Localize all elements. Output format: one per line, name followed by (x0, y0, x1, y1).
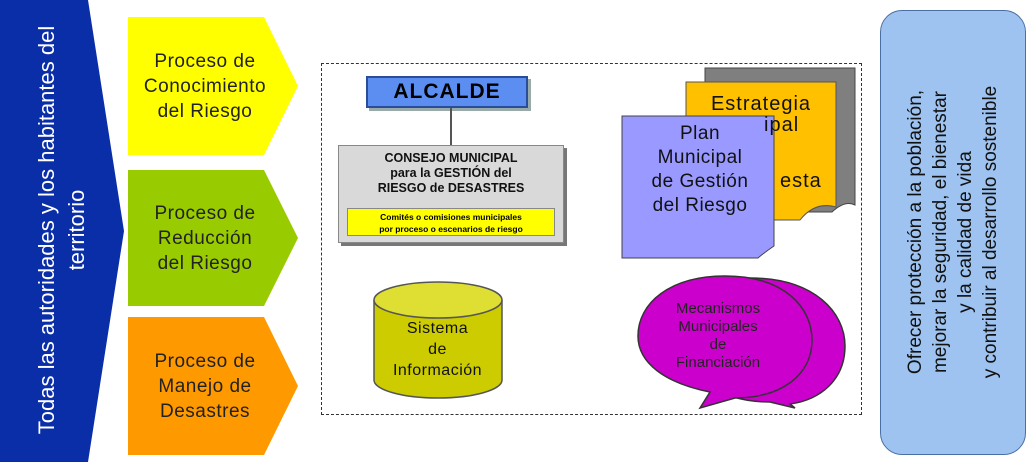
sistema-informacion-label: Sistema de Información (392, 320, 483, 379)
process-chevron-reduccion (128, 170, 298, 306)
process-chevron-conocimiento (128, 17, 298, 155)
plan-municipal-label: Plan Municipal de Gestión del Riesgo (651, 123, 749, 216)
mecanismos-label: Mecanismos Municipales de Financiación (675, 300, 761, 371)
process-label-conocimiento: Proceso de Conocimiento del Riesgo (143, 50, 267, 122)
alcalde-consejo-connector (450, 108, 452, 145)
consejo-municipal-box: CONSEJO MUNICIPAL para la GESTIÓN del RI… (338, 145, 564, 243)
sistema-informacion-cylinder (373, 281, 503, 399)
left-arrow-label: Todas las autoridades y los habitantes d… (34, 25, 89, 435)
consejo-title: CONSEJO MUNICIPAL para la GESTIÓN del RI… (377, 151, 525, 195)
objective-label: Ofrecer protección a la población, mejor… (905, 85, 1001, 379)
process-label-reduccion: Proceso de Reducción del Riesgo (154, 202, 256, 274)
objective-box (880, 10, 1026, 455)
mecanismos-bubble (637, 275, 846, 410)
alcalde-box: ALCALDE (366, 76, 528, 108)
documents-stack (621, 67, 856, 259)
municipal-system-frame (321, 63, 862, 415)
estrategia-label: Estrategia (710, 93, 812, 115)
comites-box: Comités o comisiones municipales por pro… (347, 208, 555, 236)
process-chevron-manejo (128, 317, 298, 455)
estrategia-fragment-ipal: ipal (764, 114, 800, 136)
estrategia-fragment-esta: esta (780, 170, 822, 192)
process-label-manejo: Proceso de Manejo de Desastres (154, 350, 256, 422)
left-arrow-shape (0, 0, 124, 462)
